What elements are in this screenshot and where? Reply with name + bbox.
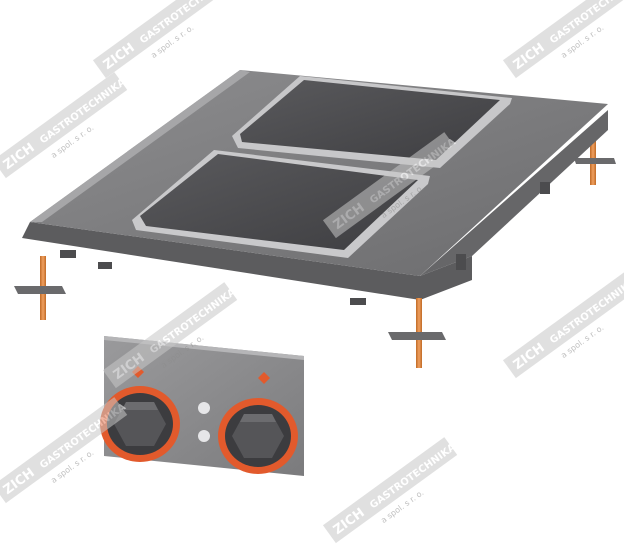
marker-right: [258, 372, 270, 384]
control-knob-right[interactable]: [218, 398, 298, 474]
leg-back-right: [574, 130, 616, 185]
control-panel: [100, 336, 304, 476]
indicator-light-bottom: [198, 430, 210, 442]
front-skirt: [22, 222, 472, 300]
hob-unit: [14, 70, 616, 368]
leg-front-left: [14, 256, 66, 320]
side-skirt: [420, 110, 608, 276]
indicator-light-top: [198, 402, 210, 414]
leg-front-right: [388, 298, 446, 368]
underside-rails: [60, 182, 550, 305]
